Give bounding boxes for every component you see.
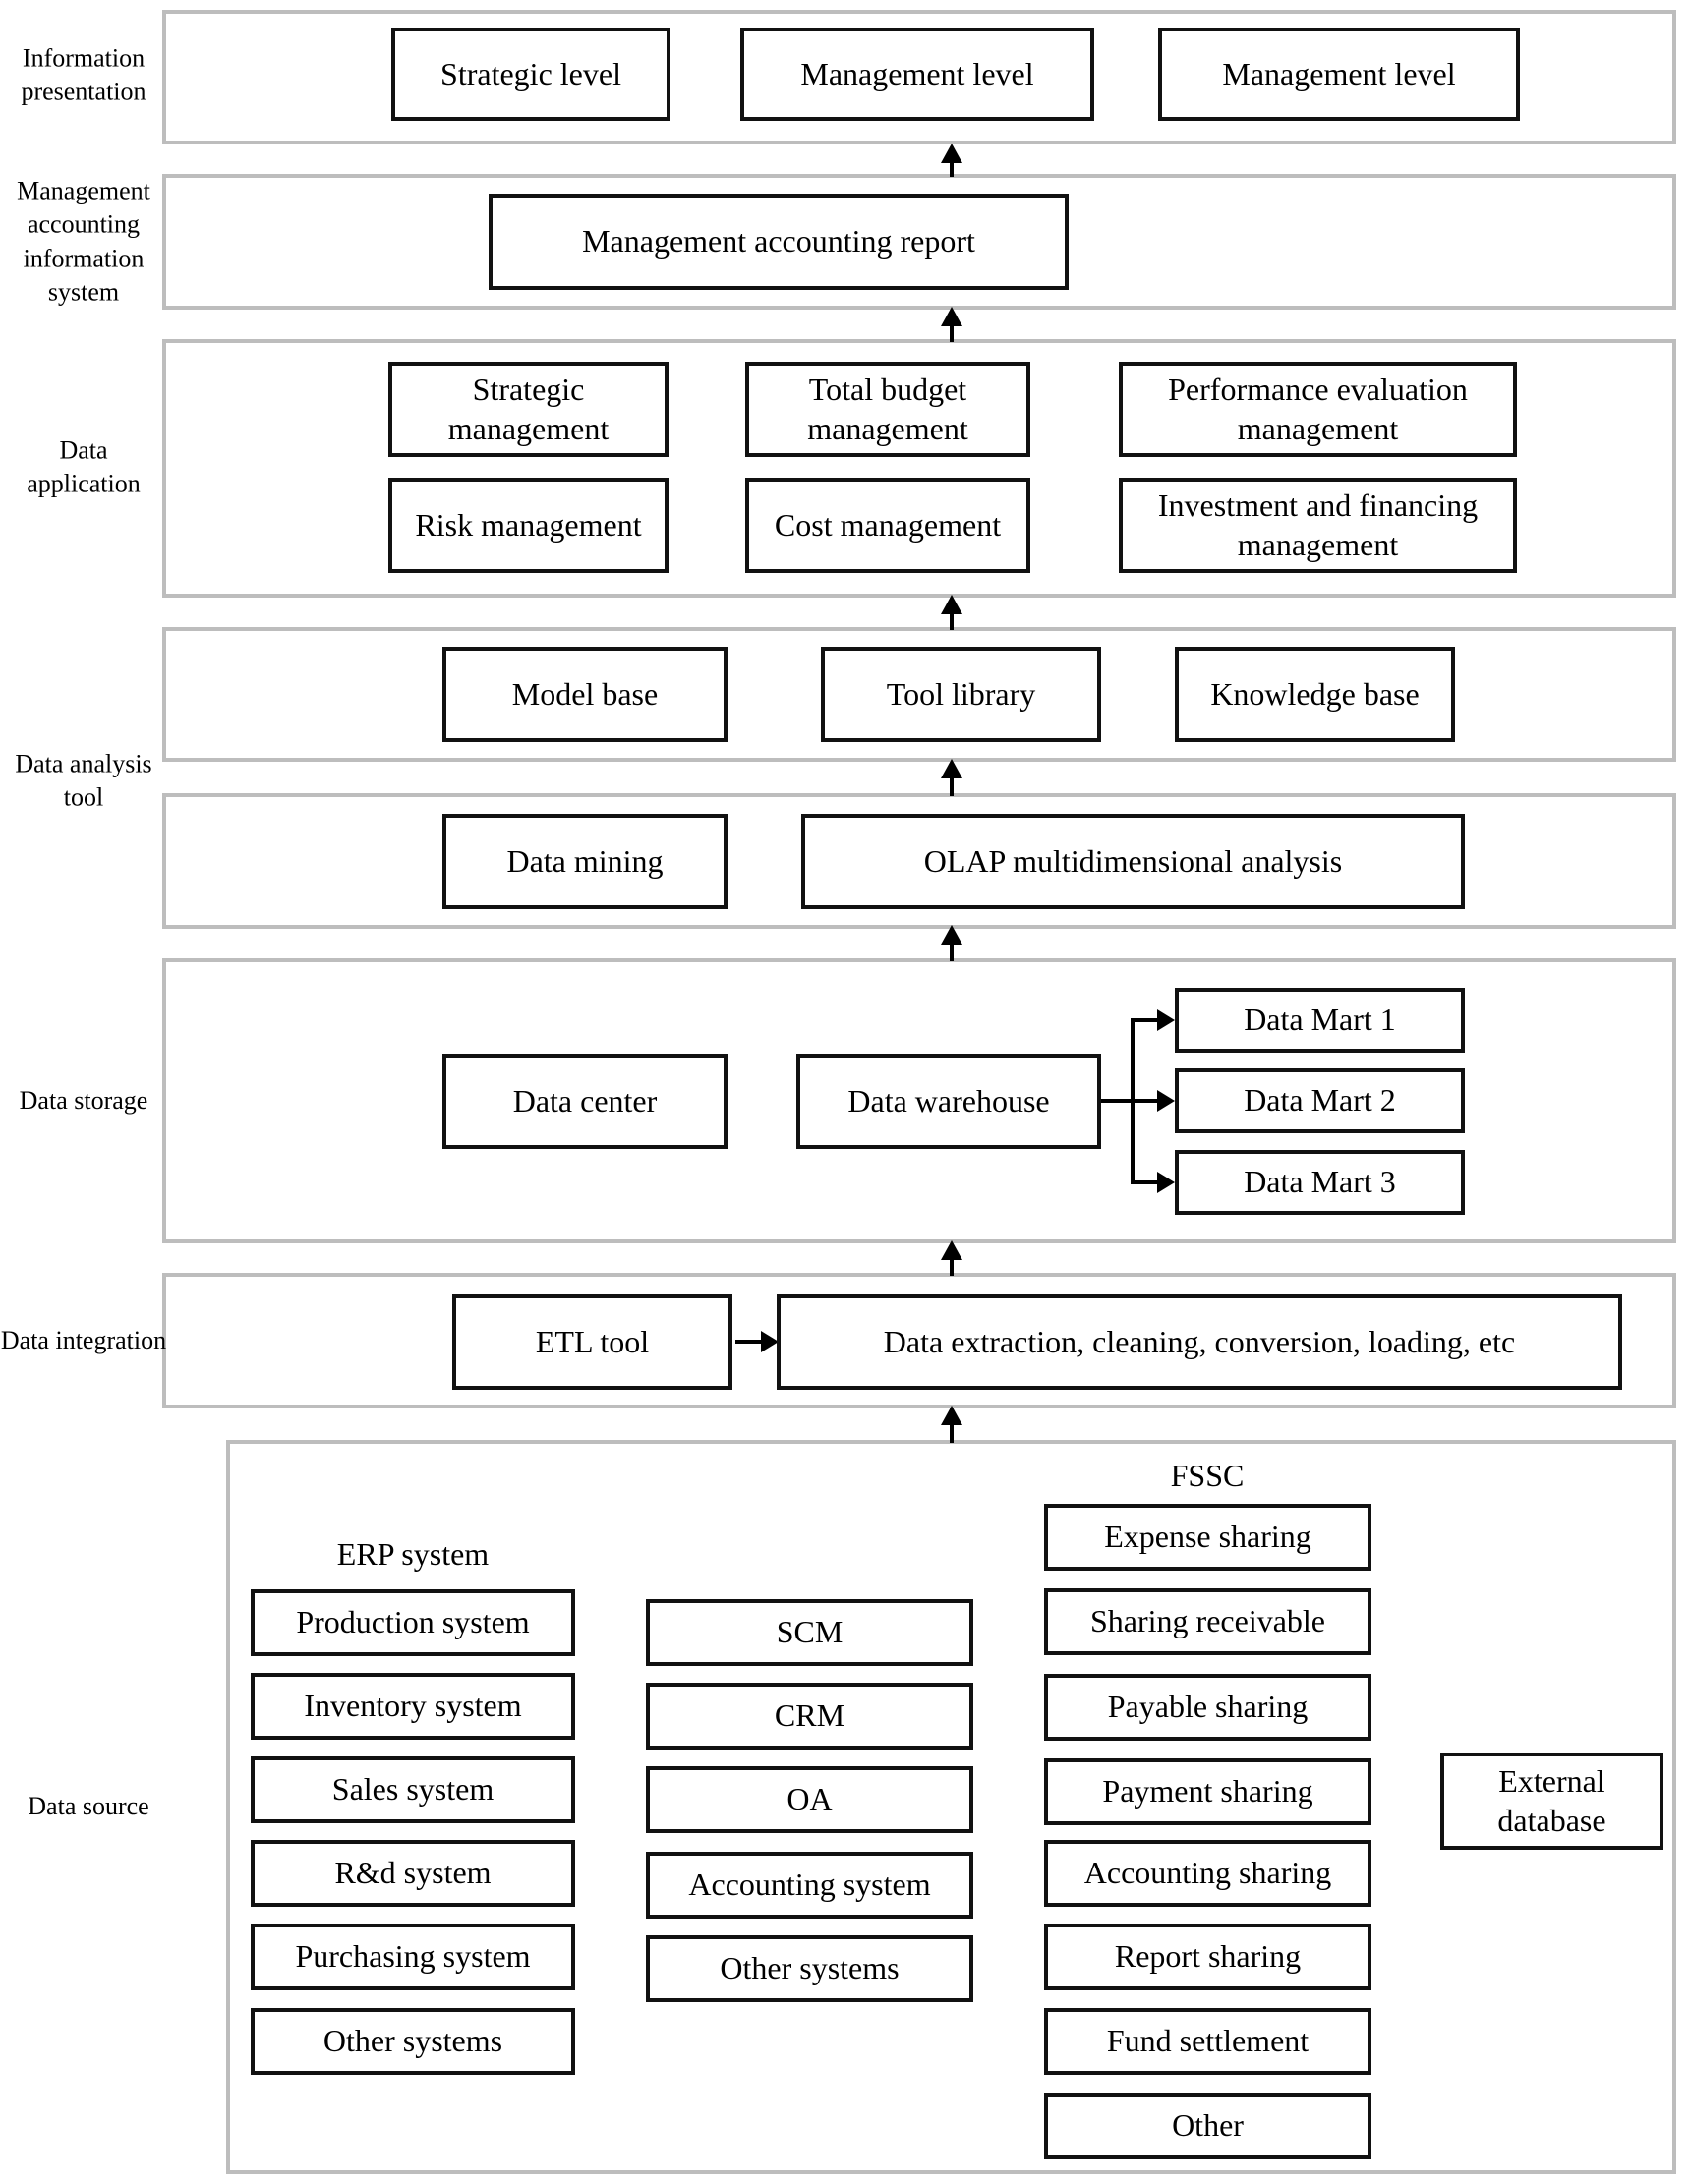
box-oa: OA <box>646 1766 973 1833</box>
box-erp-other-systems: Other systems <box>251 2008 575 2075</box>
box-purchasing-system: Purchasing system <box>251 1924 575 1990</box>
arrow-head-icon <box>941 1406 962 1425</box>
arrow-shaft <box>950 163 954 177</box>
box-expense-sharing: Expense sharing <box>1044 1504 1371 1571</box>
box-cost-management: Cost management <box>745 478 1030 573</box>
flow-arrow-up-4 <box>940 759 963 796</box>
erp-system-title: ERP system <box>336 1536 490 1572</box>
box-olap-analysis: OLAP multidimensional analysis <box>801 814 1465 909</box>
box-total-budget-management: Total budget management <box>745 362 1030 457</box>
mart2-arrow-icon <box>1157 1090 1175 1112</box>
etl-arrow-shaft <box>735 1340 763 1344</box>
flow-arrow-up-7 <box>940 1406 963 1443</box>
box-knowledge-base: Knowledge base <box>1175 647 1455 742</box>
mart1-arrow-icon <box>1157 1009 1175 1031</box>
box-management-level-1: Management level <box>740 28 1094 121</box>
box-fund-settlement: Fund settlement <box>1044 2008 1371 2075</box>
box-rd-system: R&d system <box>251 1840 575 1907</box>
box-data-warehouse: Data warehouse <box>796 1054 1101 1149</box>
mart3-stub <box>1131 1180 1160 1184</box>
box-etl-tool: ETL tool <box>452 1294 732 1390</box>
arrow-head-icon <box>941 144 962 163</box>
box-data-extraction-process: Data extraction, cleaning, conversion, l… <box>777 1294 1622 1390</box>
mart3-arrow-icon <box>1157 1172 1175 1193</box>
box-sales-system: Sales system <box>251 1756 575 1823</box>
label-data-application: Data application <box>27 435 141 498</box>
label-information-presentation: Information presentation <box>21 43 146 106</box>
box-management-level-2: Management level <box>1158 28 1520 121</box>
box-tool-library: Tool library <box>821 647 1101 742</box>
label-data-source: Data source <box>28 1791 149 1820</box>
box-strategic-management: Strategic management <box>388 362 669 457</box>
box-performance-evaluation-management: Performance evaluation management <box>1119 362 1517 457</box>
mart1-stub <box>1131 1018 1160 1022</box>
box-payable-sharing: Payable sharing <box>1044 1674 1371 1741</box>
label-data-storage: Data storage <box>19 1085 148 1115</box>
box-crm: CRM <box>646 1683 973 1750</box>
arrow-head-icon <box>941 759 962 778</box>
box-inventory-system: Inventory system <box>251 1673 575 1740</box>
box-data-mining: Data mining <box>442 814 728 909</box>
box-data-mart-3: Data Mart 3 <box>1175 1150 1465 1215</box>
box-data-mart-2: Data Mart 2 <box>1175 1068 1465 1133</box>
box-risk-management: Risk management <box>388 478 669 573</box>
box-payment-sharing: Payment sharing <box>1044 1758 1371 1825</box>
box-data-mart-1: Data Mart 1 <box>1175 988 1465 1053</box>
arrow-head-icon <box>941 925 962 945</box>
flow-arrow-up-2 <box>940 307 963 342</box>
box-middle-other-systems: Other systems <box>646 1935 973 2002</box>
box-strategic-level: Strategic level <box>391 28 670 121</box>
arrow-head-icon <box>941 595 962 614</box>
arrow-shaft <box>950 945 954 961</box>
box-accounting-system: Accounting system <box>646 1852 973 1919</box>
label-data-integration: Data integration <box>0 1325 167 1354</box>
box-investment-financing-management: Investment and financing management <box>1119 478 1517 573</box>
box-production-system: Production system <box>251 1589 575 1656</box>
arrow-head-icon <box>941 307 962 326</box>
flow-arrow-up-3 <box>940 595 963 630</box>
box-data-center: Data center <box>442 1054 728 1149</box>
flow-arrow-up-5 <box>940 925 963 961</box>
box-report-sharing: Report sharing <box>1044 1924 1371 1990</box>
box-accounting-sharing: Accounting sharing <box>1044 1840 1371 1907</box>
arrow-shaft <box>950 614 954 630</box>
etl-arrow-icon <box>761 1331 779 1352</box>
arrow-shaft <box>950 1425 954 1443</box>
warehouse-branch-horizontal <box>1101 1099 1135 1103</box>
arrow-shaft <box>950 778 954 796</box>
mart2-stub <box>1131 1099 1160 1103</box>
arrow-head-icon <box>941 1240 962 1260</box>
arrow-shaft <box>950 326 954 342</box>
arrow-shaft <box>950 1260 954 1276</box>
box-scm: SCM <box>646 1599 973 1666</box>
flow-arrow-up-1 <box>940 144 963 177</box>
box-sharing-receivable: Sharing receivable <box>1044 1588 1371 1655</box>
box-external-database: External database <box>1440 1753 1663 1850</box>
box-model-base: Model base <box>442 647 728 742</box>
box-management-accounting-report: Management accounting report <box>489 194 1069 290</box>
label-mais: Management accounting information system <box>17 176 150 307</box>
flow-arrow-up-6 <box>940 1240 963 1276</box>
box-fssc-other: Other <box>1044 2093 1371 2159</box>
fssc-title: FSSC <box>1170 1458 1245 1493</box>
label-data-analysis-tool: Data analysis tool <box>15 749 152 812</box>
